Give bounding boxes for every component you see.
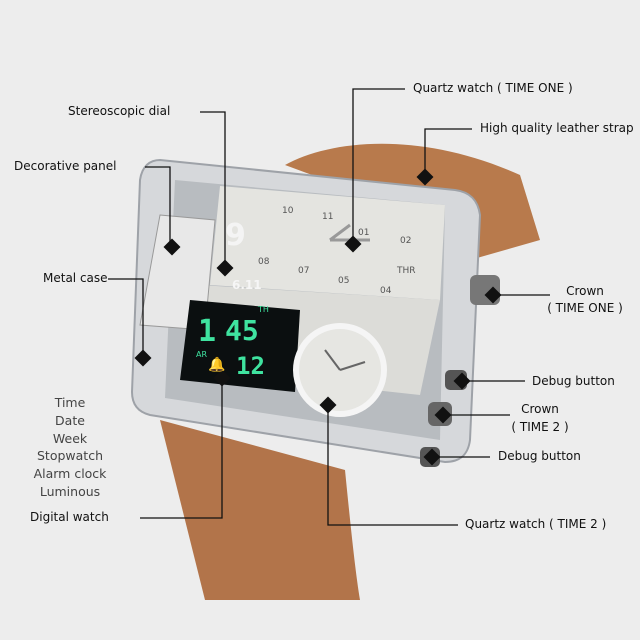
label-crown-time-one: Crown	[566, 284, 604, 298]
lcd-ampm: AR	[196, 350, 208, 359]
feature-item: Time	[54, 395, 86, 410]
label-quartz-time-one: Quartz watch ( TIME ONE )	[413, 81, 573, 95]
lcd-seconds: 12	[236, 352, 265, 380]
dial-number: 01	[358, 228, 370, 238]
feature-item: Alarm clock	[33, 466, 107, 482]
label-debug-button-1: Debug button	[532, 374, 615, 388]
dial-big-number: 9	[225, 218, 246, 253]
feature-item: Stopwatch	[37, 448, 103, 464]
label-crown-time-two: Crown	[521, 402, 559, 416]
dial-number: 08	[258, 257, 270, 267]
lower-strap	[160, 420, 360, 600]
dial-number: 07	[298, 266, 310, 276]
feature-item: Luminous	[39, 483, 101, 499]
lcd-minute: 45	[225, 314, 259, 347]
label-leather-strap: High quality leather strap	[480, 121, 634, 135]
dial-number: 11	[322, 212, 334, 222]
digital-lcd	[180, 300, 300, 392]
label-debug-button-2: Debug button	[498, 449, 581, 463]
feature-item: Date	[55, 412, 85, 428]
dial-number: 10	[282, 206, 294, 216]
label-quartz-time-two: Quartz watch ( TIME 2 )	[465, 517, 607, 531]
dial-day: THR	[397, 266, 416, 276]
label-decorative-panel: Decorative panel	[14, 159, 117, 173]
annotation-lines	[108, 88, 550, 526]
label-crown-time-one-sub: ( TIME ONE )	[547, 301, 623, 315]
stereoscopic-dial	[210, 186, 445, 300]
lcd-day: TH	[258, 305, 269, 314]
dial-number: 04	[380, 286, 392, 296]
label-digital-watch: Digital watch	[30, 510, 109, 524]
dial-number: 05	[338, 276, 350, 286]
label-crown-time-two-sub: ( TIME 2 )	[511, 420, 569, 434]
label-metal-case: Metal case	[43, 271, 108, 285]
label-stereoscopic-dial: Stereoscopic dial	[68, 104, 171, 118]
feature-item: Week	[52, 430, 88, 446]
date-display: 6.11	[232, 278, 262, 292]
feature-list: Time Date Week Stopwatch Alarm clock Lum…	[0, 394, 140, 501]
bell-icon: 🔔	[208, 357, 226, 373]
dial-number: 02	[400, 236, 412, 246]
lcd-hour: 1	[198, 314, 217, 349]
